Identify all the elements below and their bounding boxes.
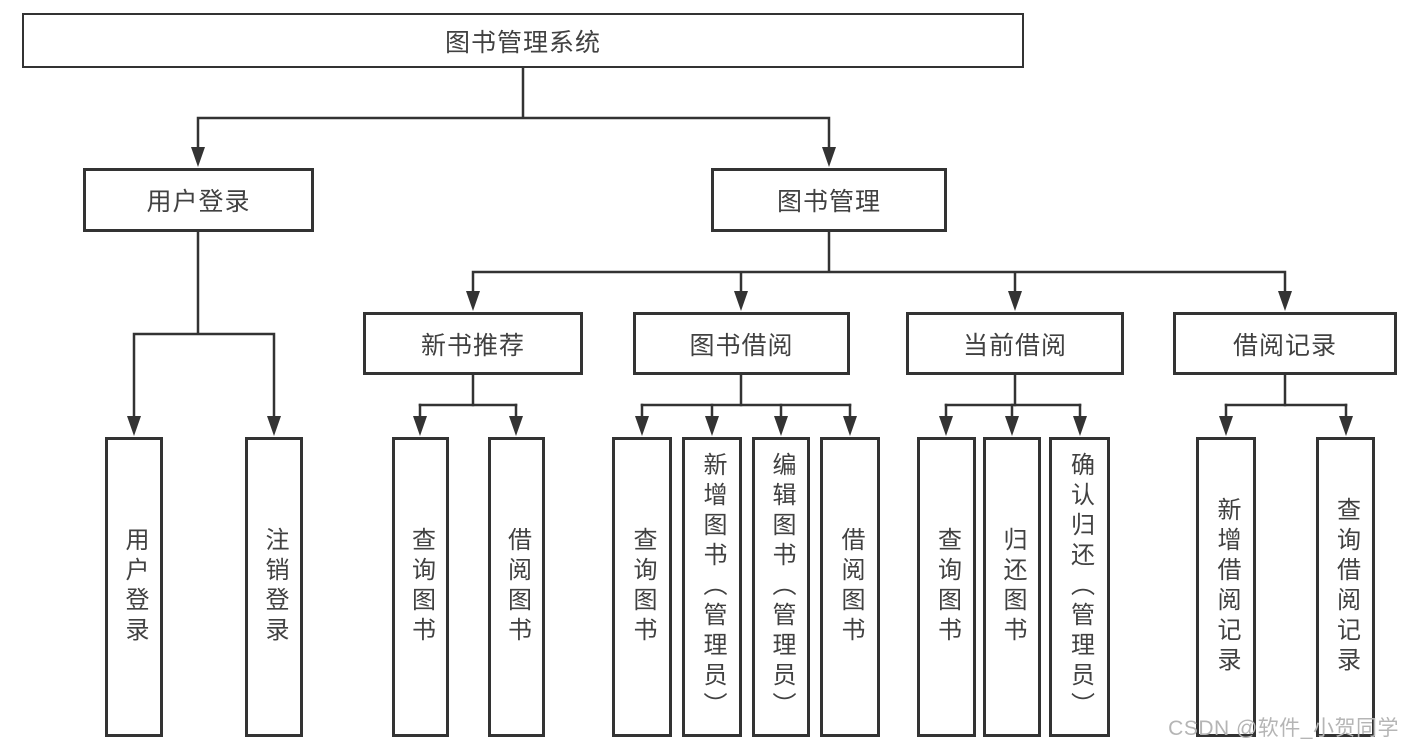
- leaf-query-books-current: 查询图书: [917, 437, 976, 737]
- leaf-add-book-admin-label: 新增图书（管理员）: [699, 452, 726, 722]
- leaf-edit-book-admin: 编辑图书（管理员）: [752, 437, 810, 737]
- leaf-logout-label: 注销登录: [261, 527, 288, 647]
- arrowhead: [267, 416, 281, 436]
- leaf-add-book-admin: 新增图书（管理员）: [682, 437, 742, 737]
- leaf-borrow-books: 借阅图书: [820, 437, 880, 737]
- arrowhead: [734, 291, 748, 311]
- leaf-return-books-label: 归还图书: [999, 527, 1026, 647]
- node-root-label: 图书管理系统: [444, 28, 601, 57]
- arrowhead: [774, 416, 788, 436]
- leaf-query-books-current-label: 查询图书: [933, 527, 961, 647]
- node-new-book-recommend: 新书推荐: [363, 312, 583, 375]
- node-user-login-label: 用户登录: [146, 188, 251, 216]
- arrowhead: [466, 291, 480, 311]
- arrowhead: [822, 147, 836, 167]
- leaf-borrow-books-label: 借阅图书: [837, 527, 864, 647]
- node-root: 图书管理系统: [22, 13, 1024, 68]
- arrowhead: [127, 416, 141, 436]
- arrowhead: [1073, 416, 1087, 436]
- leaf-borrow-books-recommend: 借阅图书: [488, 437, 545, 737]
- node-new-book-recommend-label: 新书推荐: [420, 331, 525, 360]
- leaf-user-login: 用户登录: [105, 437, 163, 737]
- leaf-query-borrow-record: 查询借阅记录: [1316, 437, 1375, 737]
- node-current-borrow-label: 当前借阅: [962, 331, 1067, 360]
- arrowhead: [1278, 291, 1292, 311]
- arrowhead: [191, 147, 205, 167]
- arrowhead: [635, 416, 649, 436]
- node-book-borrow-label: 图书借阅: [689, 331, 794, 360]
- arrowhead: [413, 416, 427, 436]
- node-borrow-records-label: 借阅记录: [1232, 331, 1337, 360]
- arrowhead: [939, 416, 953, 436]
- leaf-query-books-borrow: 查询图书: [612, 437, 672, 737]
- leaf-query-books-borrow-label: 查询图书: [629, 527, 656, 647]
- leaf-query-books-recommend: 查询图书: [392, 437, 449, 737]
- arrowhead: [1339, 416, 1353, 436]
- arrowhead: [509, 416, 523, 436]
- node-borrow-records: 借阅记录: [1173, 312, 1397, 375]
- arrowhead: [1219, 416, 1233, 436]
- arrowhead: [1005, 416, 1019, 436]
- leaf-borrow-books-recommend-label: 借阅图书: [503, 527, 531, 647]
- node-book-borrow: 图书借阅: [633, 312, 850, 375]
- csdn-watermark: CSDN @软件_小贺同学: [1168, 717, 1399, 740]
- arrowhead: [1008, 291, 1022, 311]
- leaf-edit-book-admin-label: 编辑图书（管理员）: [768, 452, 795, 722]
- leaf-confirm-return-admin: 确认归还（管理员）: [1049, 437, 1110, 737]
- node-book-management-label: 图书管理: [776, 188, 881, 216]
- leaf-add-borrow-record-label: 新增借阅记录: [1213, 497, 1240, 677]
- leaf-logout: 注销登录: [245, 437, 303, 737]
- leaf-return-books: 归还图书: [983, 437, 1041, 737]
- node-book-management: 图书管理: [711, 168, 947, 232]
- node-current-borrow: 当前借阅: [906, 312, 1124, 375]
- arrowhead: [843, 416, 857, 436]
- leaf-add-borrow-record: 新增借阅记录: [1196, 437, 1256, 737]
- node-user-login: 用户登录: [83, 168, 314, 232]
- leaf-user-login-label: 用户登录: [121, 527, 148, 647]
- arrowhead: [705, 416, 719, 436]
- leaf-query-books-recommend-label: 查询图书: [407, 527, 435, 647]
- leaf-confirm-return-admin-label: 确认归还（管理员）: [1066, 452, 1094, 722]
- leaf-query-borrow-record-label: 查询借阅记录: [1332, 497, 1360, 677]
